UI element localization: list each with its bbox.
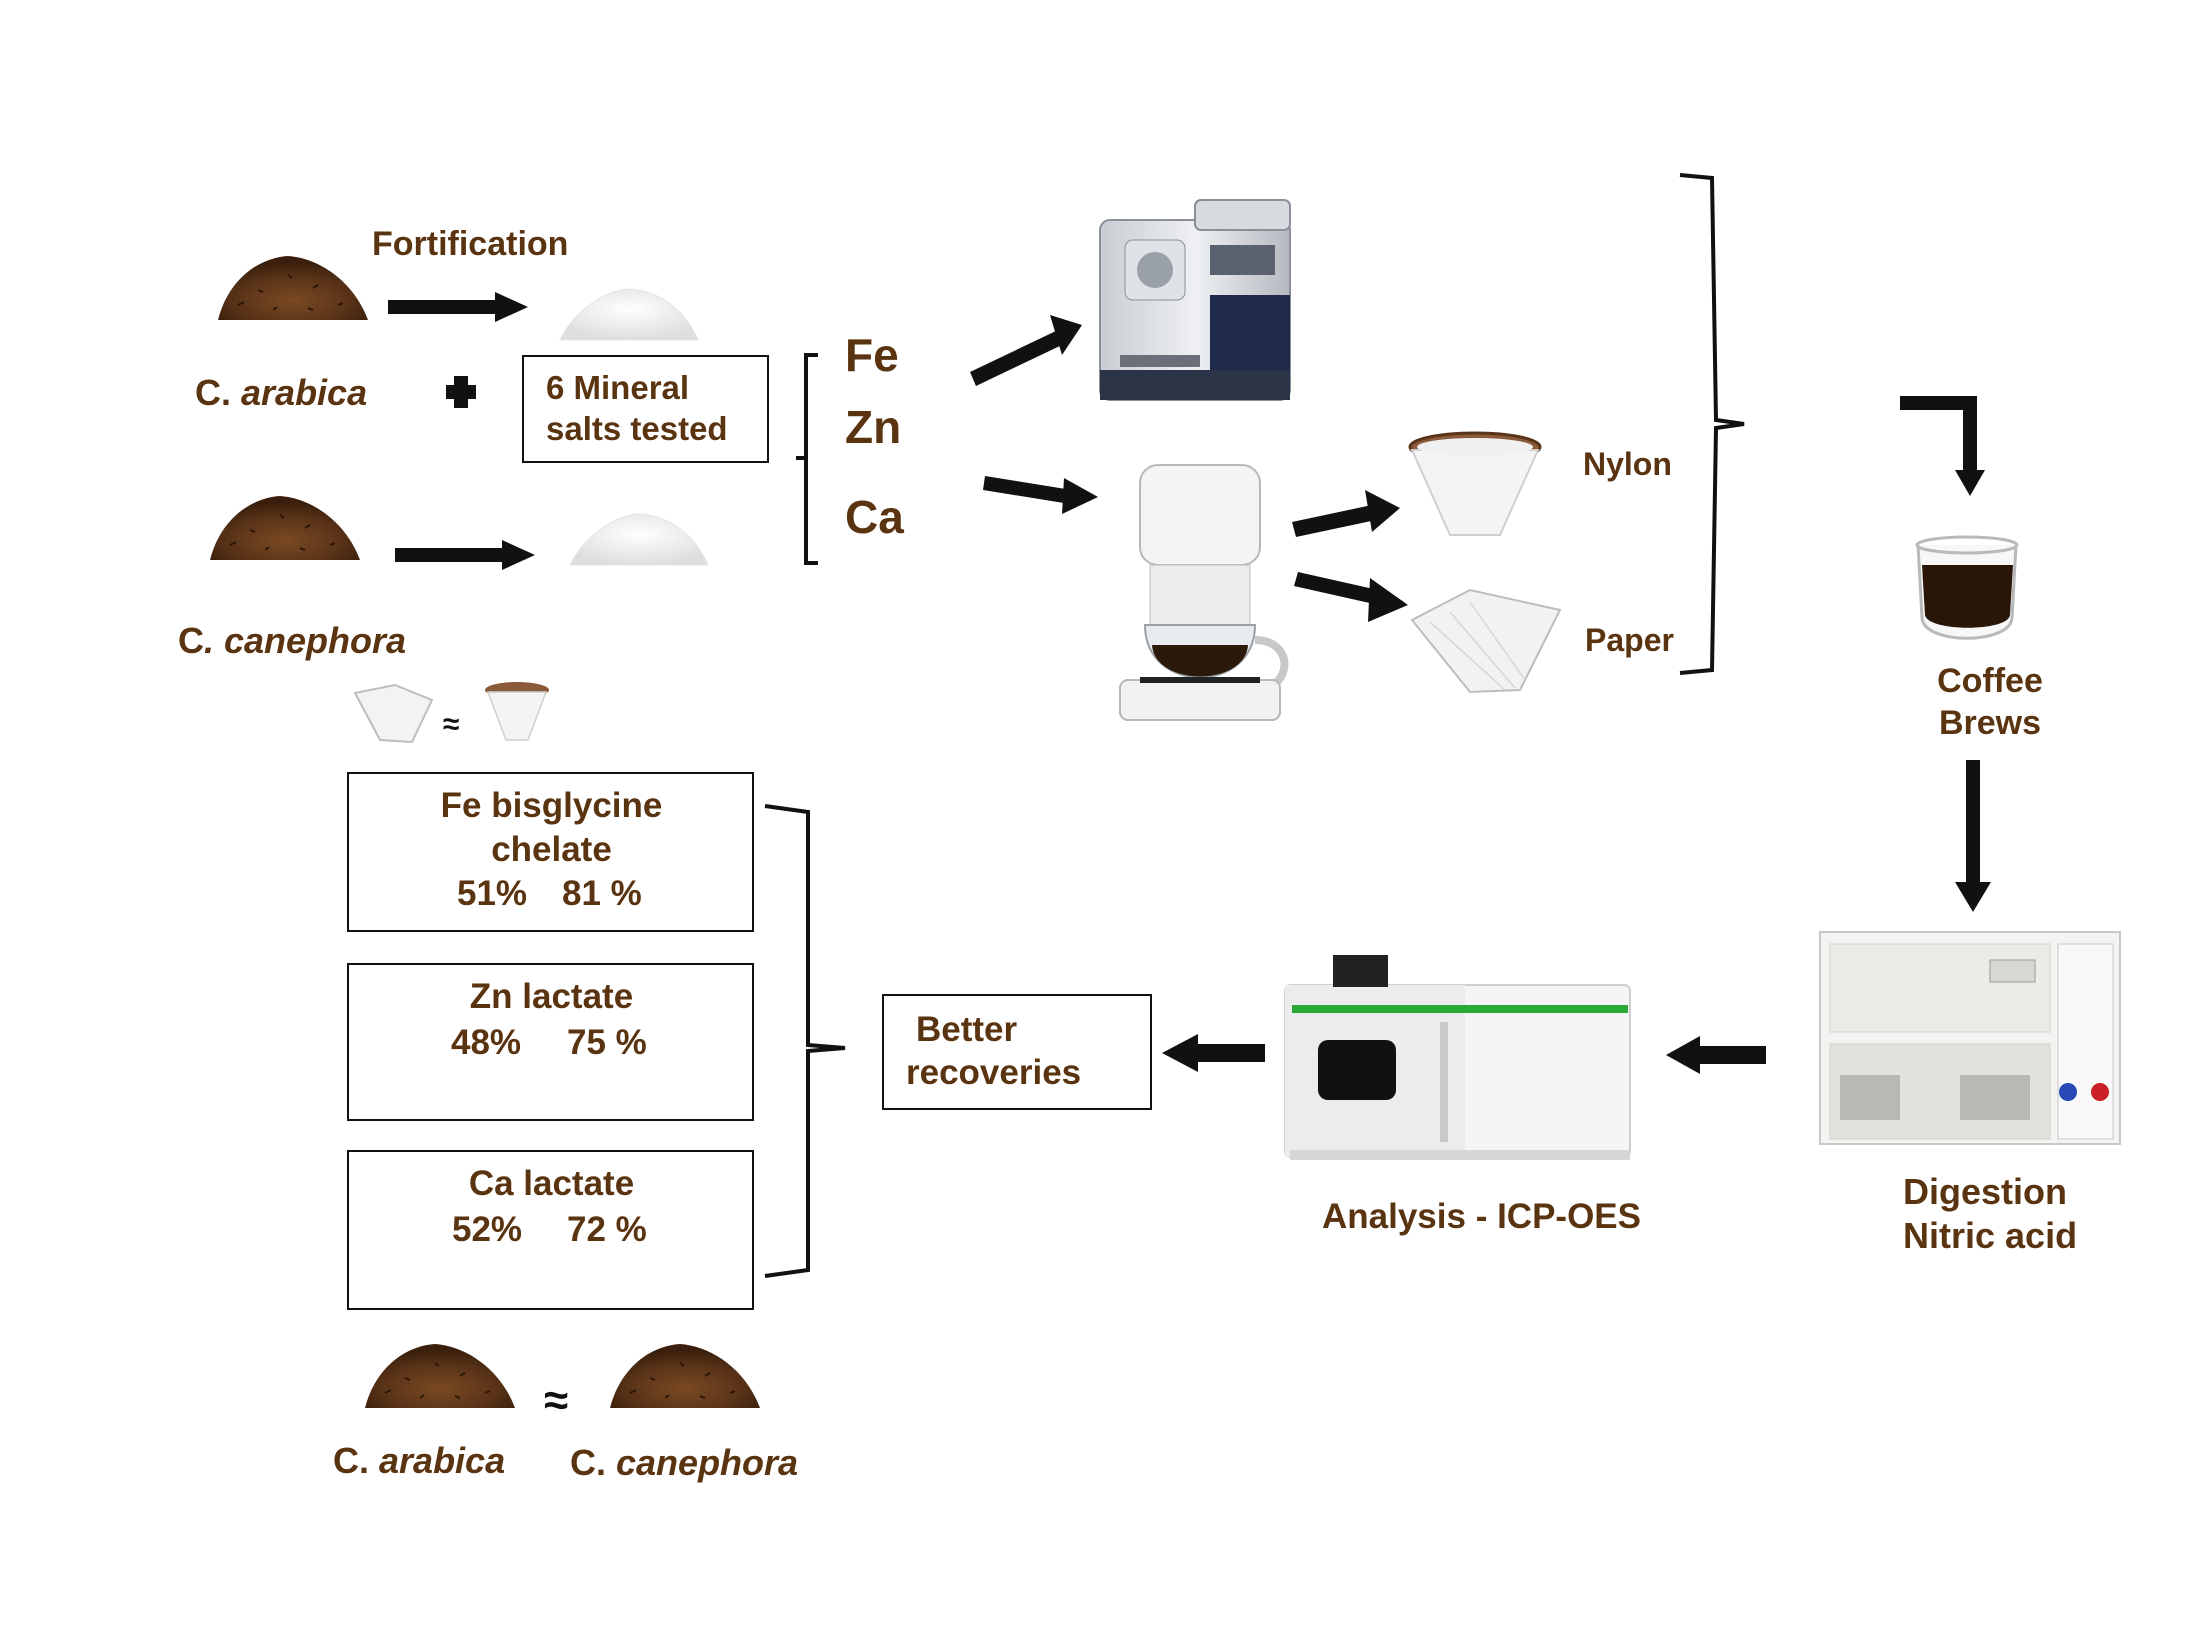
species-approx-sign: ≈ (544, 1376, 569, 1425)
result-zn-drip-pct: 48% (451, 1023, 522, 1062)
arrow-to-nylon (1292, 490, 1400, 537)
minerals-line2: salts tested (546, 410, 728, 447)
drip-coffee-maker-icon (1120, 465, 1284, 720)
minerals-line1: 6 Mineral (546, 369, 690, 406)
bottom-arabica-label: C. arabica (333, 1440, 505, 1482)
coffee-brews-label: Coffee Brews (1900, 660, 2080, 744)
results-bracket (764, 804, 846, 1278)
arabica-prefix: C. (195, 372, 242, 413)
better-line2: recoveries (906, 1053, 1082, 1092)
filters-bracket (1679, 173, 1745, 675)
small-nylon-filter-icon (485, 682, 549, 741)
arrow-to-paper (1294, 572, 1408, 622)
small-paper-filter-icon (353, 683, 434, 744)
result-box-fe: Fe bisglycine chelate 51% 81 % (347, 772, 754, 932)
bottom-canephora-label: C. canephora (570, 1442, 798, 1484)
canephora-label: C. canephora (178, 620, 406, 662)
coffee-glass-icon (1915, 535, 2019, 640)
nylon-label: Nylon (1583, 446, 1672, 482)
arrow-to-icp (1666, 1036, 1766, 1074)
coffee-brews-line2: Brews (1938, 704, 2042, 742)
better-line1: Better (916, 1010, 1018, 1049)
result-zn-name: Zn lactate (469, 977, 634, 1016)
digestion-line2: Nitric acid (1903, 1215, 2078, 1256)
canephora-ground-coffee-icon (209, 495, 361, 561)
ca-label: Ca (845, 491, 904, 543)
result-ca-espresso-pct: 72 % (567, 1210, 647, 1249)
result-fe-drip-pct: 51% (457, 874, 528, 913)
espresso-machine-icon (1099, 199, 1291, 401)
arrow-to-better-recoveries (1162, 1034, 1265, 1072)
plus-sign-vertical (454, 376, 468, 408)
paper-label: Paper (1585, 622, 1674, 658)
result-zn-espresso-pct: 75 % (567, 1023, 647, 1062)
element-bracket (804, 353, 818, 565)
result-fe-name-line1: Fe bisglycine (440, 786, 663, 825)
bottom-canephora-prefix: C. (570, 1442, 617, 1483)
result-ca-drip-pct: 52% (452, 1210, 523, 1249)
result-fe-name-line2: chelate (491, 830, 612, 869)
bottom-arabica-name: arabica (379, 1440, 506, 1481)
digestion-line1: Digestion (1903, 1171, 2068, 1212)
bottom-arabica-pile-icon (364, 1343, 516, 1409)
powder-canephora-icon (569, 513, 709, 566)
nylon-filter-icon (1408, 431, 1542, 536)
analysis-label: Analysis - ICP-OES (1322, 1197, 1641, 1236)
arrow-to-drip (983, 476, 1098, 514)
canephora-prefix: C (178, 620, 204, 661)
zn-label: Zn (845, 401, 902, 453)
fe-label: Fe (845, 329, 899, 381)
better-recoveries-box: Better recoveries (882, 994, 1152, 1110)
result-fe-espresso-pct: 81 % (562, 874, 642, 913)
digestion-label: Digestion Nitric acid (1903, 1170, 2077, 1258)
fortification-label: Fortification (372, 225, 569, 263)
filters-approx-sign: ≈ (443, 708, 460, 741)
arrow-to-digestion (1955, 760, 1991, 912)
icp-oes-instrument-icon (1284, 955, 1631, 1160)
paper-filter-icon (1410, 588, 1562, 694)
bottom-canephora-pile-icon (609, 1343, 761, 1409)
arrow-fortification-bottom (395, 540, 535, 570)
bottom-canephora-name: canephora (616, 1442, 799, 1483)
coffee-brews-line1: Coffee (1937, 662, 2043, 700)
result-ca-name: Ca lactate (468, 1164, 635, 1203)
arrow-to-coffee-brews (1900, 396, 1985, 496)
arrow-fortification-top (388, 292, 528, 322)
result-box-ca: Ca lactate 52% 72 % (347, 1150, 754, 1310)
bottom-arabica-prefix: C. (333, 1440, 380, 1481)
powder-arabica-icon (559, 288, 699, 341)
arabica-ground-coffee-icon (217, 255, 369, 321)
mineral-salts-box: 6 Mineral salts tested (522, 355, 769, 463)
digestion-block-icon (1819, 931, 2121, 1145)
arrow-to-espresso (970, 315, 1082, 386)
result-box-zn: Zn lactate 48% 75 % (347, 963, 754, 1121)
canephora-name: . canephora (204, 620, 407, 661)
arabica-label: C. arabica (195, 372, 367, 414)
arabica-name: arabica (241, 372, 368, 413)
